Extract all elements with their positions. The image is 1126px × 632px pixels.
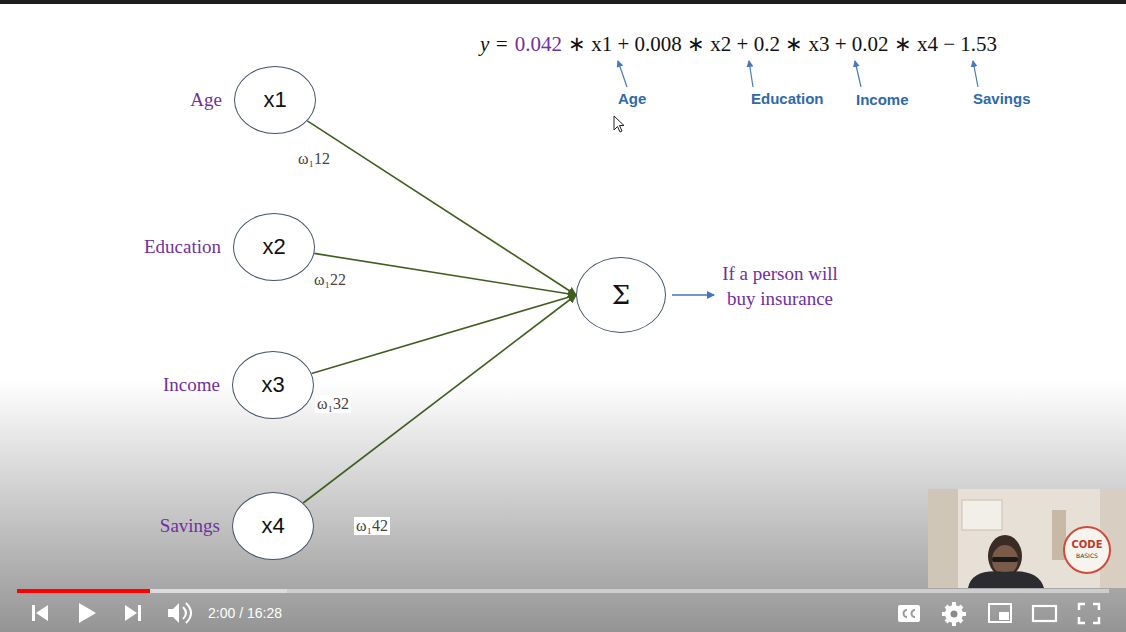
annotation-label: Income (856, 91, 909, 108)
feature-name: Income (163, 374, 220, 396)
control-shade (0, 380, 1126, 632)
annotation-label: Age (618, 90, 646, 107)
leader-lines (618, 61, 978, 87)
input-circle: Incomex3 (232, 351, 314, 419)
input-variable: x4 (261, 513, 284, 539)
weight-label: ω₁12 (296, 150, 332, 168)
feature-name: Savings (160, 515, 220, 537)
time-display: 2:00 / 16:28 (208, 605, 282, 621)
sum-circle: Σ (576, 257, 666, 333)
input-variable: x3 (261, 372, 284, 398)
feature-name: Age (190, 89, 222, 111)
feature-name: Education (144, 236, 221, 258)
progress-played (17, 589, 150, 593)
player-controls (32, 602, 1099, 626)
output-label: If a person will buy insurance (722, 261, 838, 311)
annotation-label: Education (751, 90, 824, 107)
input-variable: x2 (262, 234, 285, 260)
weight-connector (312, 295, 576, 374)
progress-buffer (17, 589, 287, 593)
progress-track (17, 589, 1109, 593)
equation: y =0.042∗ x1 + 0.008 ∗ x2 + 0.2 ∗ x3 + 0… (480, 32, 1003, 57)
webcam-feed (928, 489, 1126, 588)
input-circle: Agex1 (234, 66, 316, 134)
equation-term: y = (480, 32, 509, 57)
output-arrow (672, 294, 714, 296)
weight-connector (307, 121, 576, 295)
mouse-cursor (614, 116, 624, 132)
input-circle: Educationx2 (233, 213, 315, 281)
weight-connector (303, 295, 576, 503)
input-variable: x1 (263, 87, 286, 113)
equation-weight: 0.042 (515, 32, 562, 57)
weight-label: ω₁42 (354, 517, 390, 535)
logo-text: BASICS (1076, 552, 1098, 559)
sum-symbol: Σ (612, 280, 630, 310)
top-bar (0, 0, 1126, 4)
input-circle: Savingsx4 (232, 492, 314, 560)
weight-label: ω₁22 (312, 271, 348, 289)
annotation-label: Savings (973, 90, 1031, 107)
weight-connector (314, 253, 576, 295)
equation-term: ∗ x1 + 0.008 ∗ x2 + 0.2 ∗ x3 + 0.02 ∗ x4… (568, 32, 997, 57)
logo-text: CODE (1072, 539, 1103, 550)
weight-label: ω₁32 (315, 395, 351, 413)
